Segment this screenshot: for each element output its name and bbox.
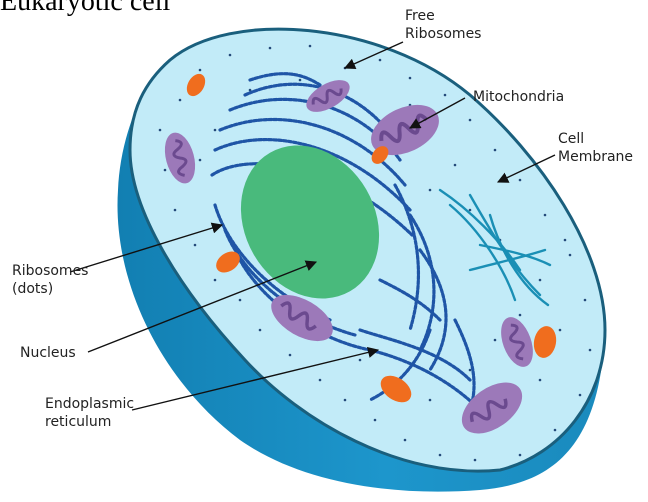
label-free-ribosomes: Free Ribosomes bbox=[405, 8, 481, 42]
label-cell-membrane: Cell Membrane bbox=[558, 131, 633, 165]
label-ribosomes-dots: Ribosomes (dots) bbox=[12, 263, 93, 297]
label-endoplasmic-reticulum: Endoplasmic reticulum bbox=[45, 396, 139, 430]
label-nucleus: Nucleus bbox=[20, 345, 76, 361]
diagram-title: Eukaryotic cell bbox=[0, 0, 170, 17]
label-mitochondria: Mitochondria bbox=[473, 89, 564, 105]
